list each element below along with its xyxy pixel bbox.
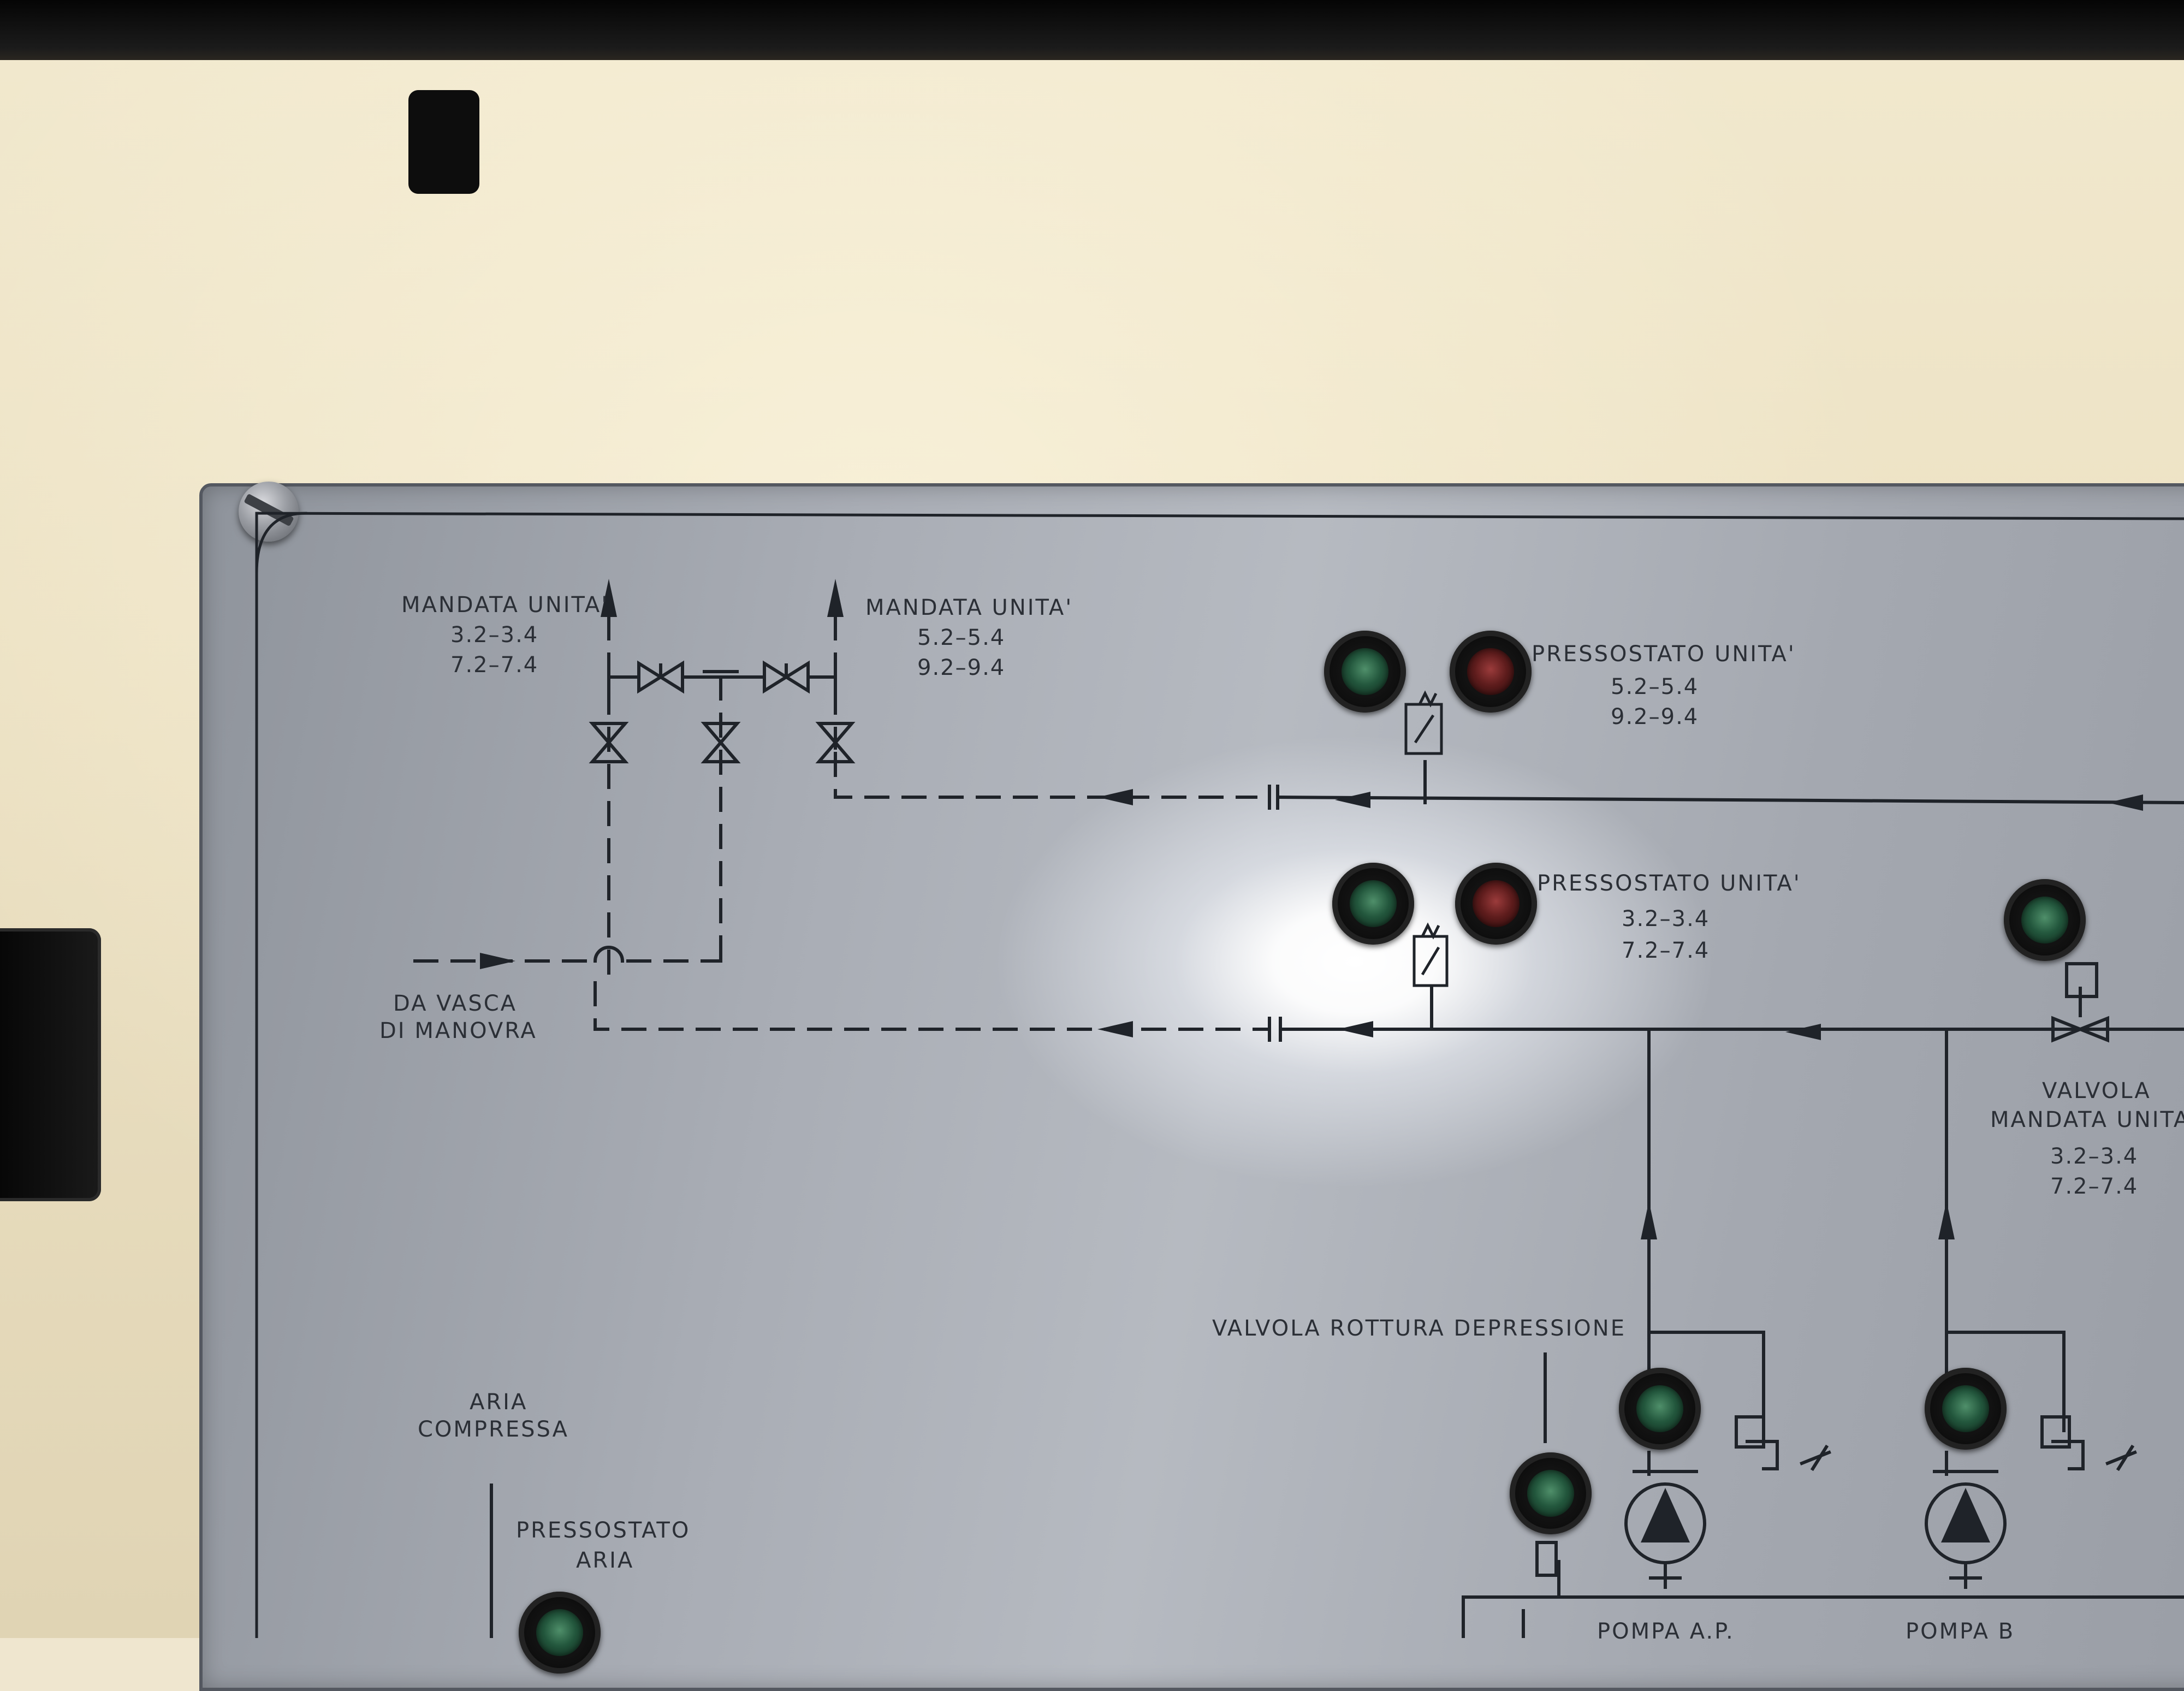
- label-valvola-mandata-line2: MANDATA UNITA': [1990, 1107, 2184, 1132]
- label-pompa-left: POMPA A.P.: [1597, 1619, 1735, 1644]
- solenoid-valve: [2051, 1016, 2109, 1043]
- label-valvola-mandata-line4: 7.2–7.4: [2050, 1174, 2139, 1199]
- label-valvola-mandata-line3: 3.2–3.4: [2050, 1144, 2139, 1169]
- pump-left-riser: [1647, 1028, 1765, 1432]
- upper-orifice: [1268, 785, 1279, 810]
- panel-inner-border-top: [255, 512, 2184, 520]
- spring-upper: [1418, 690, 1438, 708]
- label-da-vasca-line1: DA VASCA: [393, 991, 518, 1016]
- lamp-green-middle[interactable]: [1332, 863, 1414, 945]
- upper-return-dashed: [834, 752, 1257, 799]
- label-pressostato-upper-title: PRESSOSTATO UNITA': [1532, 642, 1796, 667]
- cabinet-slot: [408, 90, 479, 194]
- lamp-red-upper[interactable]: [1450, 631, 1532, 713]
- dark-top-strip: [0, 0, 2184, 60]
- vacuum-valve-stem: [1535, 1541, 1558, 1577]
- pump-triangle-left: [1641, 1488, 1690, 1542]
- lower-orifice: [1268, 1017, 1282, 1042]
- label-pressostato-middle-title: PRESSOSTATO UNITA': [1537, 871, 1801, 896]
- lamp-green-pump-right[interactable]: [1925, 1368, 2007, 1450]
- label-mandata-right-title: MANDATA UNITA': [865, 595, 1073, 620]
- gate-valve-2: [763, 660, 810, 694]
- label-mandata-right-line1: 5.2–5.4: [917, 625, 1006, 650]
- lamp-green-valvola-rottura[interactable]: [1510, 1452, 1592, 1534]
- pump-box: [1462, 1595, 2184, 1638]
- side-switch-housing: [0, 928, 101, 1201]
- arrow-up-pump-right: [1938, 1201, 1955, 1239]
- label-valvola-rottura-depressione: VALVOLA ROTTURA DEPRESSIONE: [1212, 1316, 1626, 1341]
- lamp-green-valvola-mandata[interactable]: [2004, 879, 2086, 961]
- label-pressostato-upper-line2: 9.2–9.4: [1611, 704, 1699, 729]
- label-aria-line1: ARIA: [470, 1390, 528, 1415]
- lamp-green-pressostato-aria[interactable]: [519, 1592, 601, 1674]
- lower-return-dashed: [594, 981, 1268, 1031]
- label-da-vasca-line2: DI MANOVRA: [379, 1018, 537, 1043]
- pipe-crossover: [593, 946, 625, 963]
- label-valvola-mandata-line1: VALVOLA: [2042, 1078, 2151, 1103]
- label-pressostato-aria-line1: PRESSOSTATO: [516, 1518, 691, 1543]
- lamp-green-upper[interactable]: [1324, 631, 1406, 713]
- panel-inner-corner: [255, 512, 307, 575]
- label-mandata-left-line1: 3.2–3.4: [450, 622, 539, 648]
- label-mandata-right-line2: 9.2–9.4: [917, 655, 1006, 680]
- solenoid-coil: [2065, 962, 2098, 998]
- pressostat-switch-lower: [1413, 935, 1449, 987]
- pressostat-switch-upper: [1404, 703, 1443, 755]
- pump-triangle-right: [1941, 1488, 1990, 1542]
- arrow-right-inlet: [480, 953, 515, 969]
- arrow-left-lower-2: [1338, 1021, 1373, 1037]
- relief-valve-right: [2040, 1415, 2071, 1449]
- label-pressostato-middle-line2: 7.2–7.4: [1622, 938, 1710, 963]
- arrow-up-right: [827, 579, 844, 617]
- label-pressostato-middle-line1: 3.2–3.4: [1622, 906, 1710, 931]
- lamp-green-pump-left[interactable]: [1619, 1368, 1701, 1450]
- label-pressostato-aria-line2: ARIA: [576, 1548, 634, 1573]
- arrow-up-left: [601, 579, 617, 617]
- gate-valve-4: [701, 722, 741, 763]
- label-pompa-right: POMPA B: [1906, 1619, 2015, 1644]
- label-mandata-left-title: MANDATA UNITA': [401, 592, 609, 618]
- piping-diagram: [255, 512, 2184, 1638]
- spring-lower: [1421, 922, 1440, 940]
- spring-left: [1800, 1444, 1831, 1472]
- pump-right-riser: [1945, 1028, 2066, 1432]
- lamp-red-middle[interactable]: [1455, 863, 1537, 945]
- control-panel-plate: [199, 483, 2184, 1691]
- arrow-up-pump-left: [1641, 1201, 1657, 1239]
- arrow-left-lower-3: [1785, 1024, 1821, 1040]
- upper-main-line: [1275, 795, 2184, 805]
- gate-valve-1: [637, 660, 684, 694]
- relief-valve-left: [1735, 1415, 1765, 1449]
- spring-right: [2105, 1444, 2137, 1472]
- label-pressostato-upper-line1: 5.2–5.4: [1611, 674, 1699, 699]
- arrow-left-upper-3: [2108, 794, 2143, 811]
- gate-valve-3: [589, 722, 629, 763]
- arrow-left-lower-1: [1097, 1021, 1133, 1037]
- arrow-left-upper-1: [1097, 789, 1133, 805]
- label-aria-line2: COMPRESSA: [418, 1417, 569, 1442]
- arrow-left-upper-2: [1335, 792, 1370, 808]
- gate-valve-5: [815, 722, 856, 763]
- label-mandata-left-line2: 7.2–7.4: [450, 652, 539, 678]
